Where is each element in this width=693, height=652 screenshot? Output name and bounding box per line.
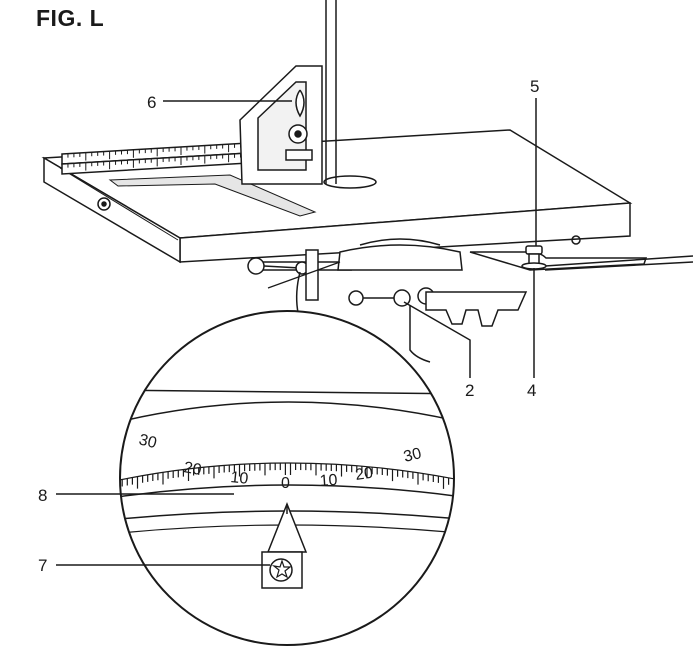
- dial-label-left-20: 20: [182, 459, 203, 479]
- dial-label-left-10: 10: [230, 469, 250, 488]
- magnified-bevel-scale: 30 20 10 0 10 20 30: [100, 311, 480, 645]
- combination-square: [240, 66, 322, 184]
- dial-label-center-0: 0: [281, 475, 290, 492]
- saw-table: [44, 130, 630, 262]
- dial-label-right-10: 10: [319, 472, 338, 490]
- dial-label-right-20: 20: [354, 465, 374, 484]
